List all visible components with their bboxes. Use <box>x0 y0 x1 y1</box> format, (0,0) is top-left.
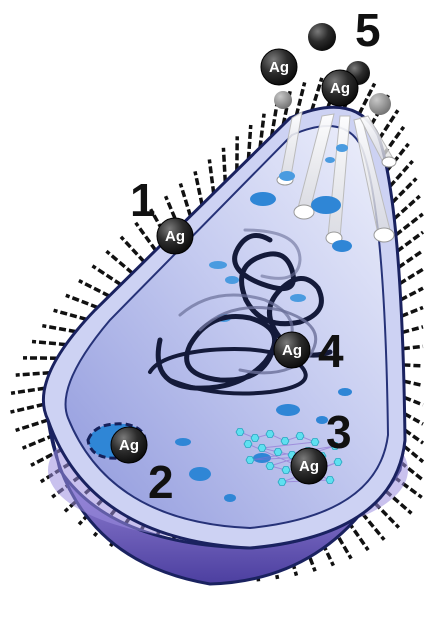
cilium <box>209 159 213 193</box>
cilium <box>399 251 423 268</box>
silver-ion-label: Ag <box>299 458 319 475</box>
cilium <box>405 414 423 424</box>
cilium <box>16 420 48 430</box>
nanoparticle <box>236 429 244 436</box>
cilium <box>195 171 202 204</box>
cilium <box>362 514 384 540</box>
cilium <box>349 522 369 550</box>
silver-ion-label: Ag <box>269 59 289 76</box>
label-four: 4 <box>318 325 344 377</box>
silver-ion-1: Ag <box>157 218 193 254</box>
cilium <box>180 184 190 216</box>
cilium <box>396 214 423 235</box>
cilium <box>402 307 423 316</box>
cilium <box>248 125 250 159</box>
label-five: 5 <box>355 4 381 56</box>
label-three: 3 <box>326 406 352 458</box>
cilium <box>400 269 423 283</box>
silver-ion-3: Ag <box>291 448 327 484</box>
cilium <box>403 365 423 366</box>
nanoparticle <box>296 433 304 440</box>
nanoparticle <box>281 438 289 445</box>
label-two: 2 <box>148 456 174 508</box>
cilium <box>402 327 423 333</box>
cilium <box>16 373 50 375</box>
cilium <box>106 251 132 273</box>
nanoparticle <box>334 459 342 466</box>
silver-ion-2: Ag <box>111 427 147 463</box>
nanoparticle <box>282 467 290 474</box>
cilium <box>92 266 120 285</box>
cilium <box>312 78 322 110</box>
nanoparticle <box>326 477 334 484</box>
cilium <box>223 148 225 182</box>
nanoparticle <box>266 463 274 470</box>
silver-ion-label: Ag <box>165 228 185 245</box>
cilium <box>11 388 45 393</box>
cilium <box>136 223 156 251</box>
silver-ion-5a: Ag <box>261 49 297 85</box>
silver-ion-5b: Ag <box>322 70 358 106</box>
cilium <box>296 82 304 115</box>
cilium <box>404 381 423 385</box>
nanoparticle <box>274 449 282 456</box>
label-one: 1 <box>130 174 156 226</box>
cilium <box>392 178 416 202</box>
cilium <box>54 310 87 319</box>
nanoparticle <box>246 457 254 464</box>
nanoparticle <box>251 435 259 442</box>
cilium <box>405 430 423 443</box>
cilium <box>23 435 54 448</box>
cilium <box>403 346 423 348</box>
nanoparticle <box>311 439 319 446</box>
cilium <box>79 281 109 296</box>
nanoparticle <box>258 445 266 452</box>
silver-ion-label: Ag <box>330 80 350 97</box>
silver-ion-label: Ag <box>282 342 302 359</box>
nanoparticle <box>266 431 274 438</box>
cilium <box>66 295 98 307</box>
cilium <box>401 288 423 300</box>
cilium <box>404 446 423 461</box>
silver-ion-label: Ag <box>119 437 139 454</box>
cilium <box>397 232 423 251</box>
cilium <box>121 237 144 262</box>
cilium <box>394 196 419 219</box>
silver-ion-4: Ag <box>274 332 310 368</box>
cilium <box>32 341 66 344</box>
cilium <box>10 404 43 412</box>
cilium <box>404 398 423 405</box>
nanoparticle <box>244 441 252 448</box>
nanoparticle <box>278 479 286 486</box>
cilium <box>42 326 75 332</box>
